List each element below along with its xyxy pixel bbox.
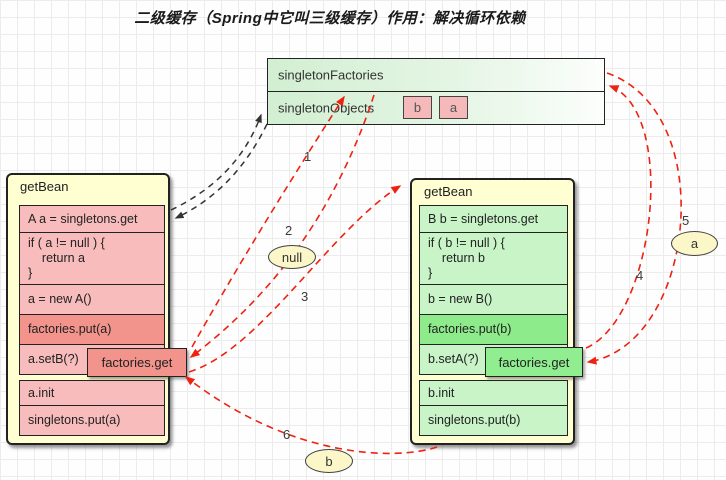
cell-b-factories-put: factories.put(b) (419, 314, 568, 345)
arrow-singletons-get-return (174, 123, 268, 219)
cell-a-init: a.init (19, 380, 165, 406)
bubble-a: a (671, 231, 718, 256)
cached-bean-b-chip: b (403, 96, 432, 119)
singleton-factories-label: singletonFactories (278, 67, 384, 83)
cell-b-singletons-put: singletons.put(b) (419, 405, 568, 436)
factories-get-overlay-b: factories.get (485, 347, 583, 377)
step-number-4: 4 (636, 268, 644, 283)
step-number-3: 3 (301, 289, 309, 304)
cell-b-new: b = new B() (419, 284, 568, 315)
step-number-5: 5 (682, 213, 690, 228)
cell-a-new: a = new A() (19, 284, 165, 315)
arrow-step1-factories-get-to-cache (191, 95, 345, 348)
step-number-1: 1 (304, 149, 312, 164)
step-number-2: 2 (285, 223, 293, 238)
arrow-step2-null-return (189, 94, 375, 358)
arrow-step3-call-getbean-b (188, 185, 402, 373)
arrow-singletons-get-call (170, 113, 262, 211)
cached-bean-a-chip: a (439, 96, 468, 119)
factories-get-overlay-a: factories.get (87, 348, 187, 377)
cell-b-init: b.init (419, 380, 568, 406)
singleton-objects-row: singletonObjects b a (268, 91, 604, 124)
step-number-6: 6 (283, 427, 291, 442)
cell-a-factories-put: factories.put(a) (19, 314, 165, 345)
getbean-a-box: getBean A a = singletons.get if ( a != n… (6, 173, 170, 445)
arrow-step4-factories-get-to-cache (585, 85, 652, 349)
diagram-title: 二级缓存（Spring中它叫三级缓存）作用：解决循环依赖 (134, 10, 526, 27)
cell-b-if-null: if ( b != null ) { return b } (419, 232, 568, 285)
getbean-b-title: getBean (424, 184, 473, 199)
arrow-step6-return-b (184, 376, 438, 455)
singleton-factories-row: singletonFactories (268, 59, 604, 91)
singleton-cache-box: singletonFactories singletonObjects b a (267, 58, 605, 125)
bubble-null: null (268, 245, 316, 269)
cell-b-singletons-get: B b = singletons.get (419, 205, 568, 233)
getbean-b-box: getBean B b = singletons.get if ( b != n… (410, 178, 575, 445)
singleton-objects-label: singletonObjects (278, 100, 375, 116)
cell-a-if-null: if ( a != null ) { return a } (19, 232, 165, 285)
getbean-a-title: getBean (20, 179, 69, 194)
bubble-b: b (305, 449, 353, 473)
cell-a-singletons-get: A a = singletons.get (19, 205, 165, 233)
cell-a-singletons-put: singletons.put(a) (19, 405, 165, 436)
